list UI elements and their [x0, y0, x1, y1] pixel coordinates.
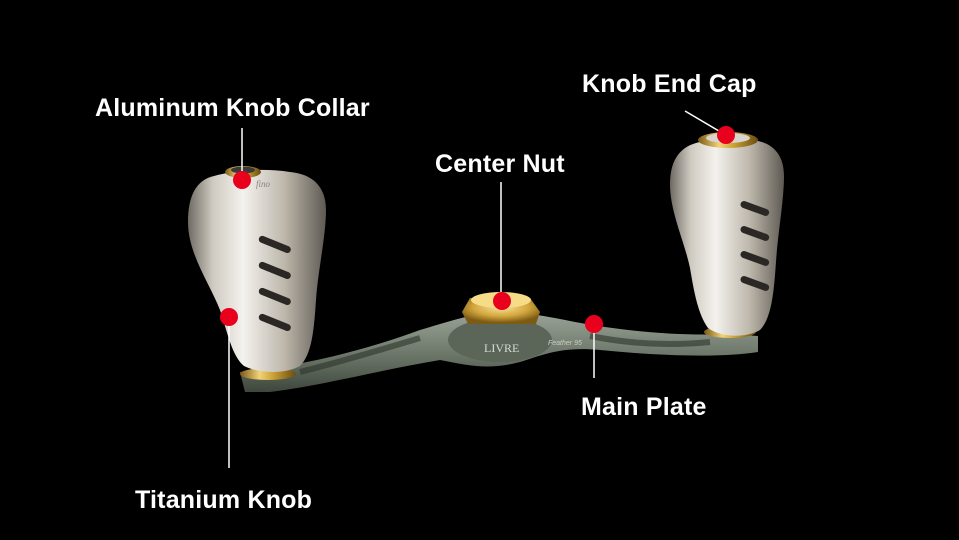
marker-endcap	[717, 126, 735, 144]
markers	[220, 126, 735, 333]
marker-knob	[220, 308, 238, 326]
label-titanium-knob: Titanium Knob	[135, 486, 313, 514]
marker-collar	[233, 171, 251, 189]
plate-model-marking: Feather 95	[548, 340, 582, 347]
main-plate	[240, 312, 758, 392]
label-knob-end-cap: Knob End Cap	[582, 70, 757, 98]
label-aluminum-knob-collar: Aluminum Knob Collar	[95, 94, 370, 122]
marker-plate	[585, 315, 603, 333]
left-knob: fino	[188, 166, 326, 380]
plate-brand-marking: LIVRE	[484, 341, 519, 355]
left-knob-logo: fino	[256, 179, 271, 189]
label-center-nut: Center Nut	[435, 150, 565, 178]
right-knob	[670, 132, 784, 338]
label-main-plate: Main Plate	[581, 393, 707, 421]
leader-lines	[228, 110, 725, 468]
leader-line-endcap	[684, 110, 725, 135]
marker-nut	[493, 292, 511, 310]
